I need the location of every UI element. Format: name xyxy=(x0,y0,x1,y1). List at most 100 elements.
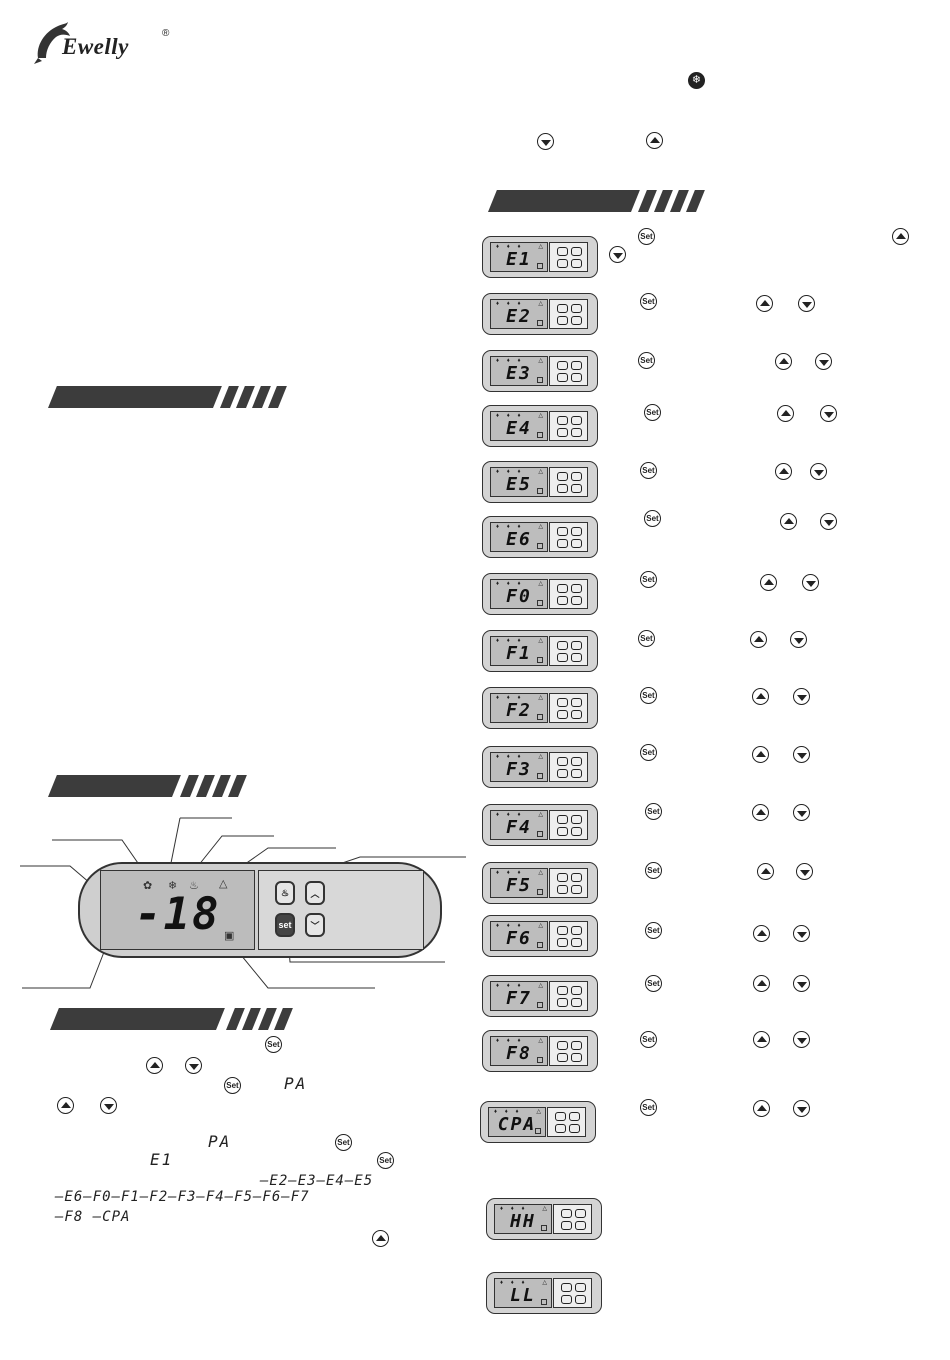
up-key xyxy=(571,416,582,425)
defrost-key xyxy=(557,304,568,313)
parameter-unit-e4: ♦ ♦ ♦△E4 xyxy=(482,405,598,447)
keypad: ♨ ︿ set ﹀ xyxy=(258,870,424,950)
down-arrow-icon xyxy=(100,1097,117,1114)
alarm-triangle-icon: △ xyxy=(538,581,543,587)
defrost-key xyxy=(561,1283,572,1292)
lock-icon xyxy=(537,320,543,326)
down-arrow-icon xyxy=(537,133,554,150)
parameter-code: E4 xyxy=(506,418,532,439)
unit-keypad xyxy=(549,810,588,840)
unit-screen: ♦ ♦ ♦△F6 xyxy=(490,921,548,951)
indicator-dots: ♦ ♦ ♦ xyxy=(500,1280,528,1286)
lock-icon xyxy=(537,377,543,383)
set-button-icon: Set xyxy=(640,687,657,704)
up-key xyxy=(571,584,582,593)
up-arrow-icon xyxy=(646,132,663,149)
down-arrow-icon xyxy=(810,463,827,480)
parameter-code: E1 xyxy=(506,249,532,270)
down-key xyxy=(571,1053,582,1062)
down-arrow-icon xyxy=(793,1031,810,1048)
set-button-icon: Set xyxy=(640,1031,657,1048)
alarm-triangle-icon: △ xyxy=(538,923,543,929)
set-button-icon: Set xyxy=(644,404,661,421)
up-arrow-icon xyxy=(753,1100,770,1117)
up-arrow-icon xyxy=(753,925,770,942)
defrost-button-icon: ❄ xyxy=(688,72,705,89)
set-button-icon: Set xyxy=(638,228,655,245)
unit-screen: ♦ ♦ ♦△F5 xyxy=(490,868,548,898)
set-button-icon: Set xyxy=(644,510,661,527)
up-arrow-icon xyxy=(372,1230,389,1247)
parameter-code: CPA xyxy=(497,1114,537,1135)
indicator-dots: ♦ ♦ ♦ xyxy=(496,638,524,644)
unit-screen: ♦ ♦ ♦△E3 xyxy=(490,356,548,386)
set-button-icon: Set xyxy=(224,1077,241,1094)
unit-keypad xyxy=(549,467,588,497)
defrost-key[interactable]: ♨ xyxy=(275,881,295,905)
unit-keypad xyxy=(549,522,588,552)
up-key[interactable]: ︿ xyxy=(305,881,325,905)
parameter-code: F0 xyxy=(506,586,532,607)
indicator-dots: ♦ ♦ ♦ xyxy=(496,413,524,419)
defrost-key xyxy=(557,873,568,882)
parameter-code: LL xyxy=(510,1285,536,1306)
lock-icon xyxy=(537,889,543,895)
lock-icon xyxy=(537,1002,543,1008)
down-key xyxy=(571,653,582,662)
set-key[interactable]: set xyxy=(275,913,295,937)
set-button-icon: Set xyxy=(645,862,662,879)
alarm-triangle-icon: △ xyxy=(538,1038,543,1044)
defrost-key xyxy=(557,986,568,995)
up-arrow-icon xyxy=(775,353,792,370)
alarm-triangle-icon: △ xyxy=(542,1280,547,1286)
down-key[interactable]: ﹀ xyxy=(305,913,325,937)
alarm-unit-hh: ♦ ♦ ♦△HH xyxy=(486,1198,602,1240)
set-key xyxy=(557,653,568,662)
parameter-code: F2 xyxy=(506,700,532,721)
parameter-code: F6 xyxy=(506,928,532,949)
main-controller-display: ✿ ❄ ♨ △ -18 ▣ ♨ ︿ set ﹀ xyxy=(78,862,442,958)
indicator-dots: ♦ ♦ ♦ xyxy=(496,812,524,818)
up-key xyxy=(575,1209,586,1218)
lock-icon xyxy=(541,1225,547,1231)
up-arrow-icon xyxy=(760,574,777,591)
parameter-unit-e6: ♦ ♦ ♦△E6 xyxy=(482,516,598,558)
up-key xyxy=(571,815,582,824)
parameter-code: F7 xyxy=(506,988,532,1009)
set-key xyxy=(561,1221,572,1230)
down-arrow-icon xyxy=(798,295,815,312)
unit-screen: ♦ ♦ ♦△F8 xyxy=(490,1036,548,1066)
parameter-code: E5 xyxy=(506,474,532,495)
up-key xyxy=(571,304,582,313)
up-key xyxy=(571,247,582,256)
set-button-icon: Set xyxy=(645,803,662,820)
unit-screen: ♦ ♦ ♦△E6 xyxy=(490,522,548,552)
temperature-reading: -18 xyxy=(135,889,221,940)
defrost-key xyxy=(557,1041,568,1050)
set-key xyxy=(555,1124,566,1133)
brand-name: Ewelly xyxy=(62,34,129,59)
indicator-dots: ♦ ♦ ♦ xyxy=(496,524,524,530)
set-button-icon: Set xyxy=(638,352,655,369)
unit-keypad xyxy=(549,921,588,951)
defrost-key xyxy=(557,698,568,707)
down-key xyxy=(571,885,582,894)
down-arrow-icon xyxy=(793,925,810,942)
up-arrow-icon xyxy=(753,1031,770,1048)
lock-icon xyxy=(537,600,543,606)
unit-keypad xyxy=(549,411,588,441)
unit-screen: ♦ ♦ ♦△F2 xyxy=(490,693,548,723)
set-key xyxy=(557,484,568,493)
set-key xyxy=(561,1295,572,1304)
lock-icon xyxy=(537,432,543,438)
set-key xyxy=(557,885,568,894)
up-arrow-icon xyxy=(757,863,774,880)
set-button-icon: Set xyxy=(335,1134,352,1151)
up-arrow-icon xyxy=(780,513,797,530)
up-key xyxy=(571,698,582,707)
set-button-icon: Set xyxy=(640,1099,657,1116)
down-arrow-icon xyxy=(815,353,832,370)
alarm-triangle-icon: △ xyxy=(538,524,543,530)
unit-screen: ♦ ♦ ♦△E5 xyxy=(490,467,548,497)
